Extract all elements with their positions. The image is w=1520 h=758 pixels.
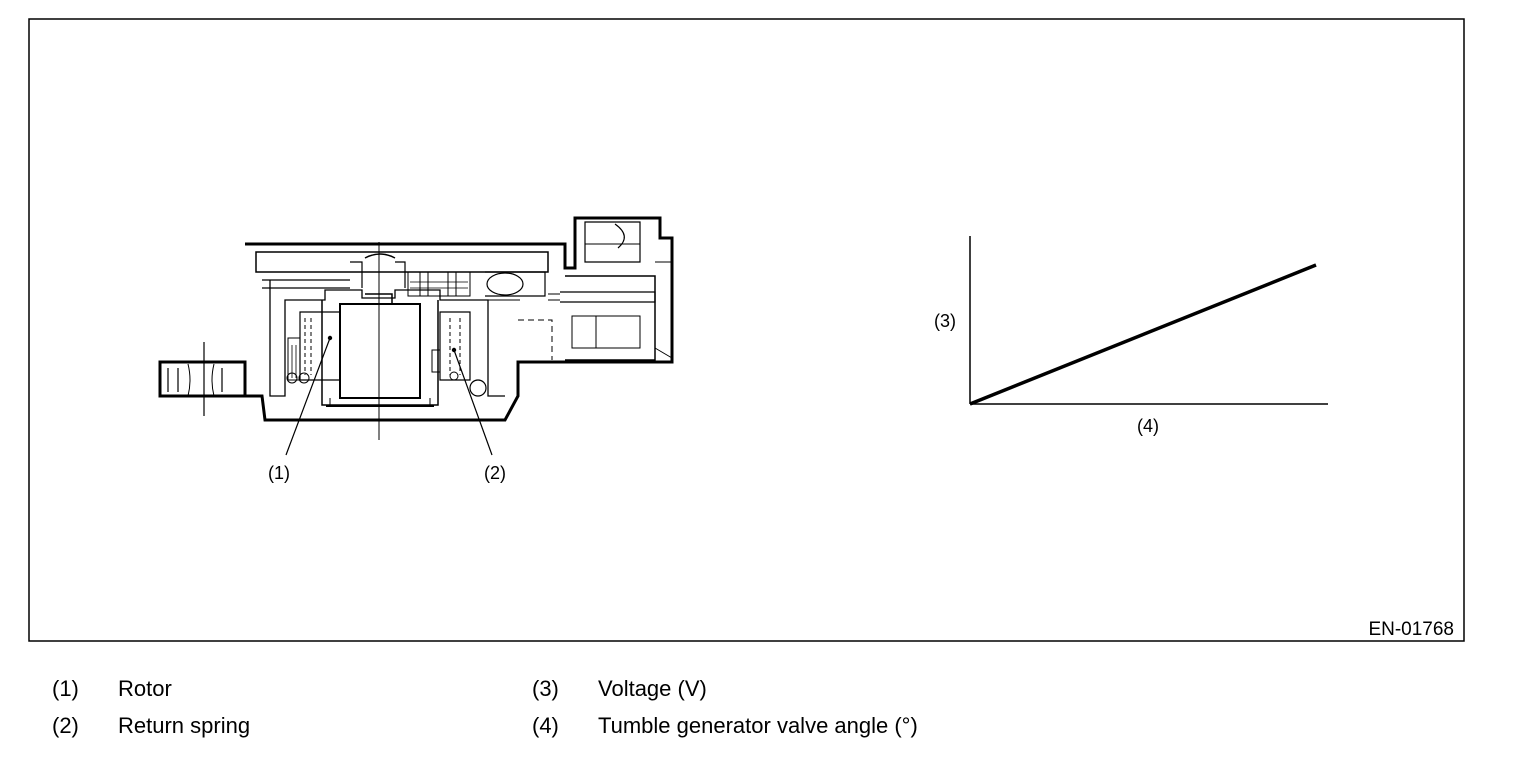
figure-frame: [28, 18, 1465, 642]
graph-characteristic-line: [969, 263, 1317, 406]
mounting-flange: [158, 360, 245, 398]
spring-leader-line: [453, 349, 493, 456]
rotor-leader-dot: [327, 335, 333, 341]
sensor-cross-section: [158, 216, 674, 440]
voltage-angle-graph: (3) (4): [934, 236, 1328, 436]
rotor-leader-line: [285, 337, 331, 456]
spring-leader-dot: [451, 347, 457, 353]
housing-outline: [228, 216, 674, 422]
callout-1-label: (1): [268, 463, 290, 483]
graph-x-label: (4): [1137, 416, 1159, 436]
figure-code: EN-01768: [1368, 619, 1454, 640]
callout-2-label: (2): [484, 463, 506, 483]
graph-y-label: (3): [934, 311, 956, 331]
